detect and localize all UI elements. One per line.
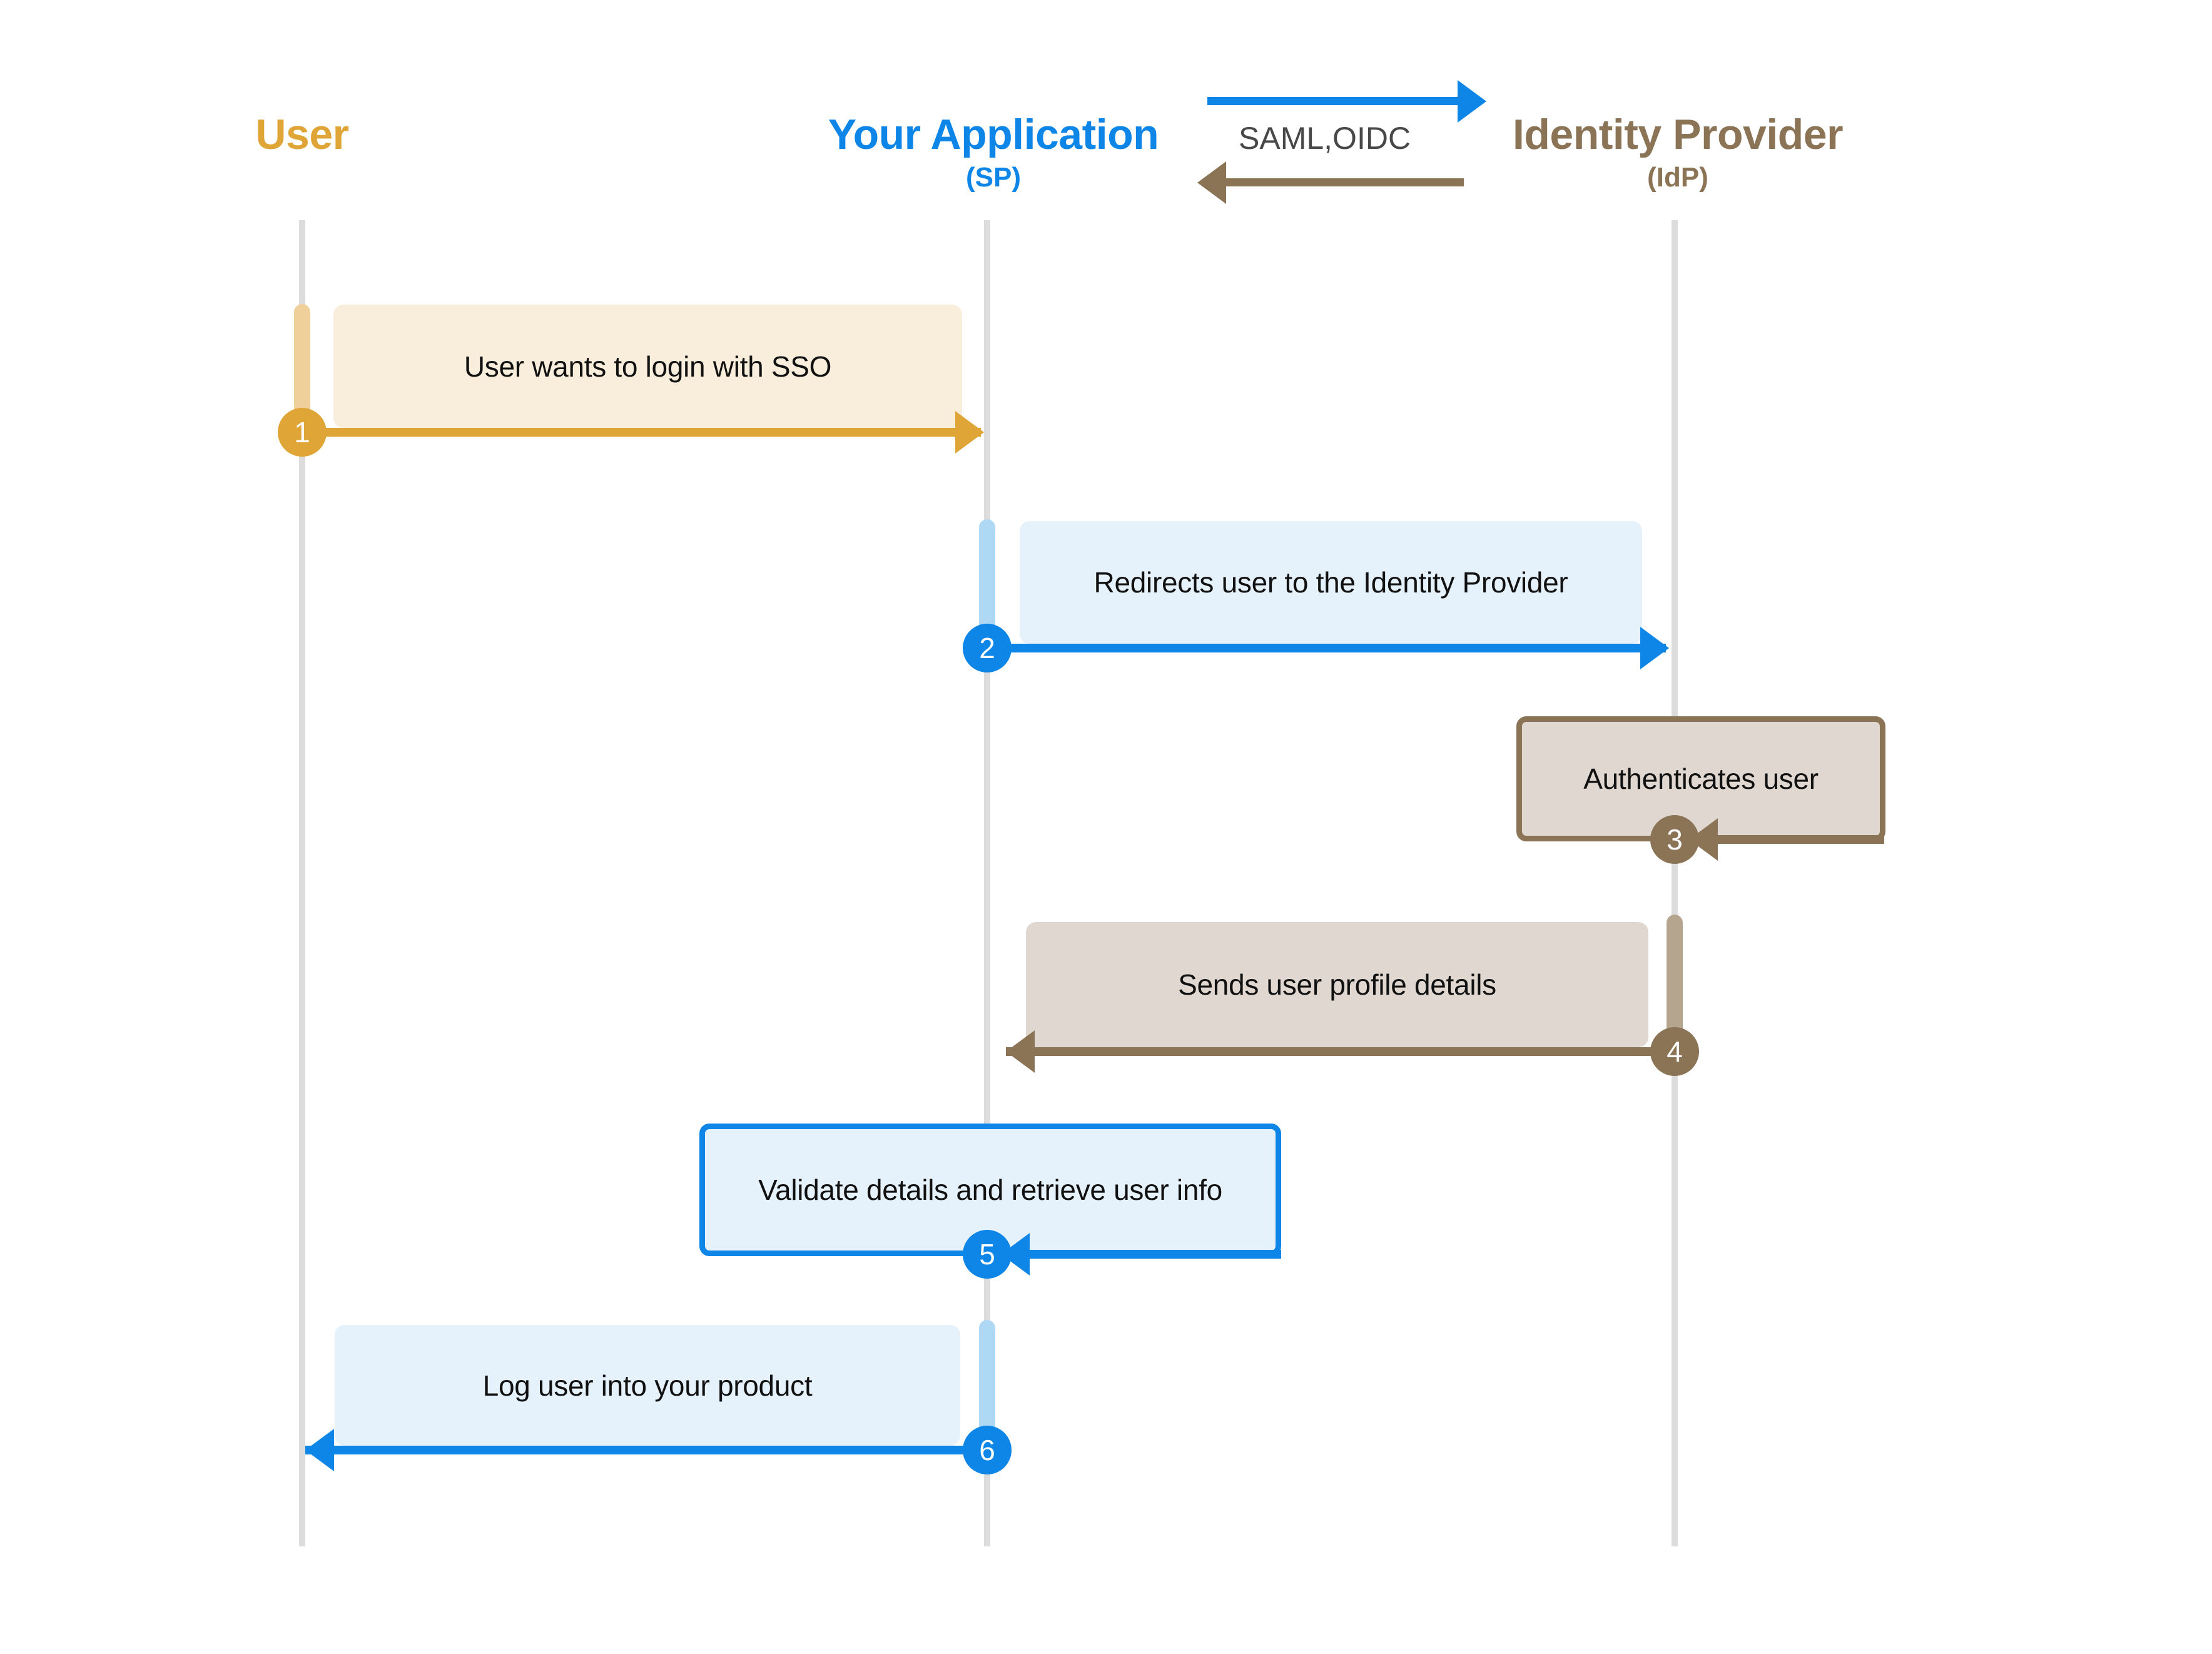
message-arrow-head-step1	[955, 411, 984, 454]
step-badge-2: 2	[963, 624, 1012, 672]
actor-header-user: User	[127, 111, 477, 158]
actor-header-app: Your Application (SP)	[778, 111, 1209, 193]
message-arrow-line-step6	[305, 1446, 990, 1454]
message-box-step6: Log user into your product	[335, 1325, 960, 1446]
activation-bar-app-step2	[979, 519, 995, 642]
message-box-step4: Sends user profile details	[1026, 922, 1648, 1047]
protocol-label: SAML,OIDC	[1239, 121, 1411, 156]
step-number-6: 6	[979, 1434, 995, 1466]
activation-bar-app-step6	[979, 1320, 995, 1440]
lifeline-app	[984, 220, 990, 1546]
lifeline-user	[299, 220, 305, 1546]
lifeline-idp	[1672, 220, 1678, 1546]
step-number-1: 1	[294, 416, 310, 449]
message-arrow-head-step2	[1640, 627, 1669, 669]
protocol-arrow-inbound-head	[1197, 161, 1226, 204]
message-label-step5: Validate details and retrieve user info	[758, 1174, 1222, 1206]
step-badge-6: 6	[963, 1426, 1012, 1474]
protocol-arrow-inbound-line	[1226, 178, 1464, 186]
step-badge-5: 5	[963, 1230, 1012, 1279]
message-arrow-head-step6	[305, 1429, 334, 1471]
step-number-2: 2	[979, 632, 995, 664]
message-box-step1: User wants to login with SSO	[333, 305, 962, 428]
step-number-4: 4	[1667, 1035, 1683, 1068]
message-label-step3: Authenticates user	[1583, 763, 1819, 795]
message-arrow-line-step4	[1006, 1047, 1678, 1056]
activation-bar-user-step1	[294, 304, 310, 425]
message-arrow-line-step5	[987, 1250, 1281, 1259]
actor-header-idp: Identity Provider (IdP)	[1462, 111, 1894, 193]
message-arrow-line-step1	[302, 428, 981, 437]
message-label-step4: Sends user profile details	[1178, 968, 1496, 1001]
message-label-step6: Log user into your product	[482, 1369, 813, 1402]
step-badge-4: 4	[1650, 1027, 1699, 1076]
message-label-step2: Redirects user to the Identity Provider	[1093, 566, 1568, 599]
protocol-arrow-outbound-head	[1458, 80, 1486, 123]
actor-sub-idp: (IdP)	[1647, 162, 1708, 193]
actor-name-app: Your Application	[828, 111, 1159, 158]
step-badge-3: 3	[1650, 815, 1699, 864]
step-badge-1: 1	[278, 408, 327, 457]
step-number-5: 5	[979, 1238, 995, 1271]
actor-name-idp: Identity Provider	[1512, 111, 1844, 158]
activation-bar-idp-step4	[1667, 915, 1683, 1038]
step-number-3: 3	[1667, 823, 1683, 856]
message-box-step2: Redirects user to the Identity Provider	[1020, 521, 1642, 644]
actor-sub-app: (SP)	[966, 162, 1021, 193]
message-arrow-line-step2	[987, 644, 1666, 652]
protocol-arrow-outbound-line	[1207, 97, 1458, 105]
message-arrow-head-step4	[1006, 1030, 1035, 1073]
message-label-step1: User wants to login with SSO	[464, 350, 832, 383]
actor-name-user: User	[255, 111, 349, 158]
message-arrow-line-step3	[1675, 835, 1884, 844]
